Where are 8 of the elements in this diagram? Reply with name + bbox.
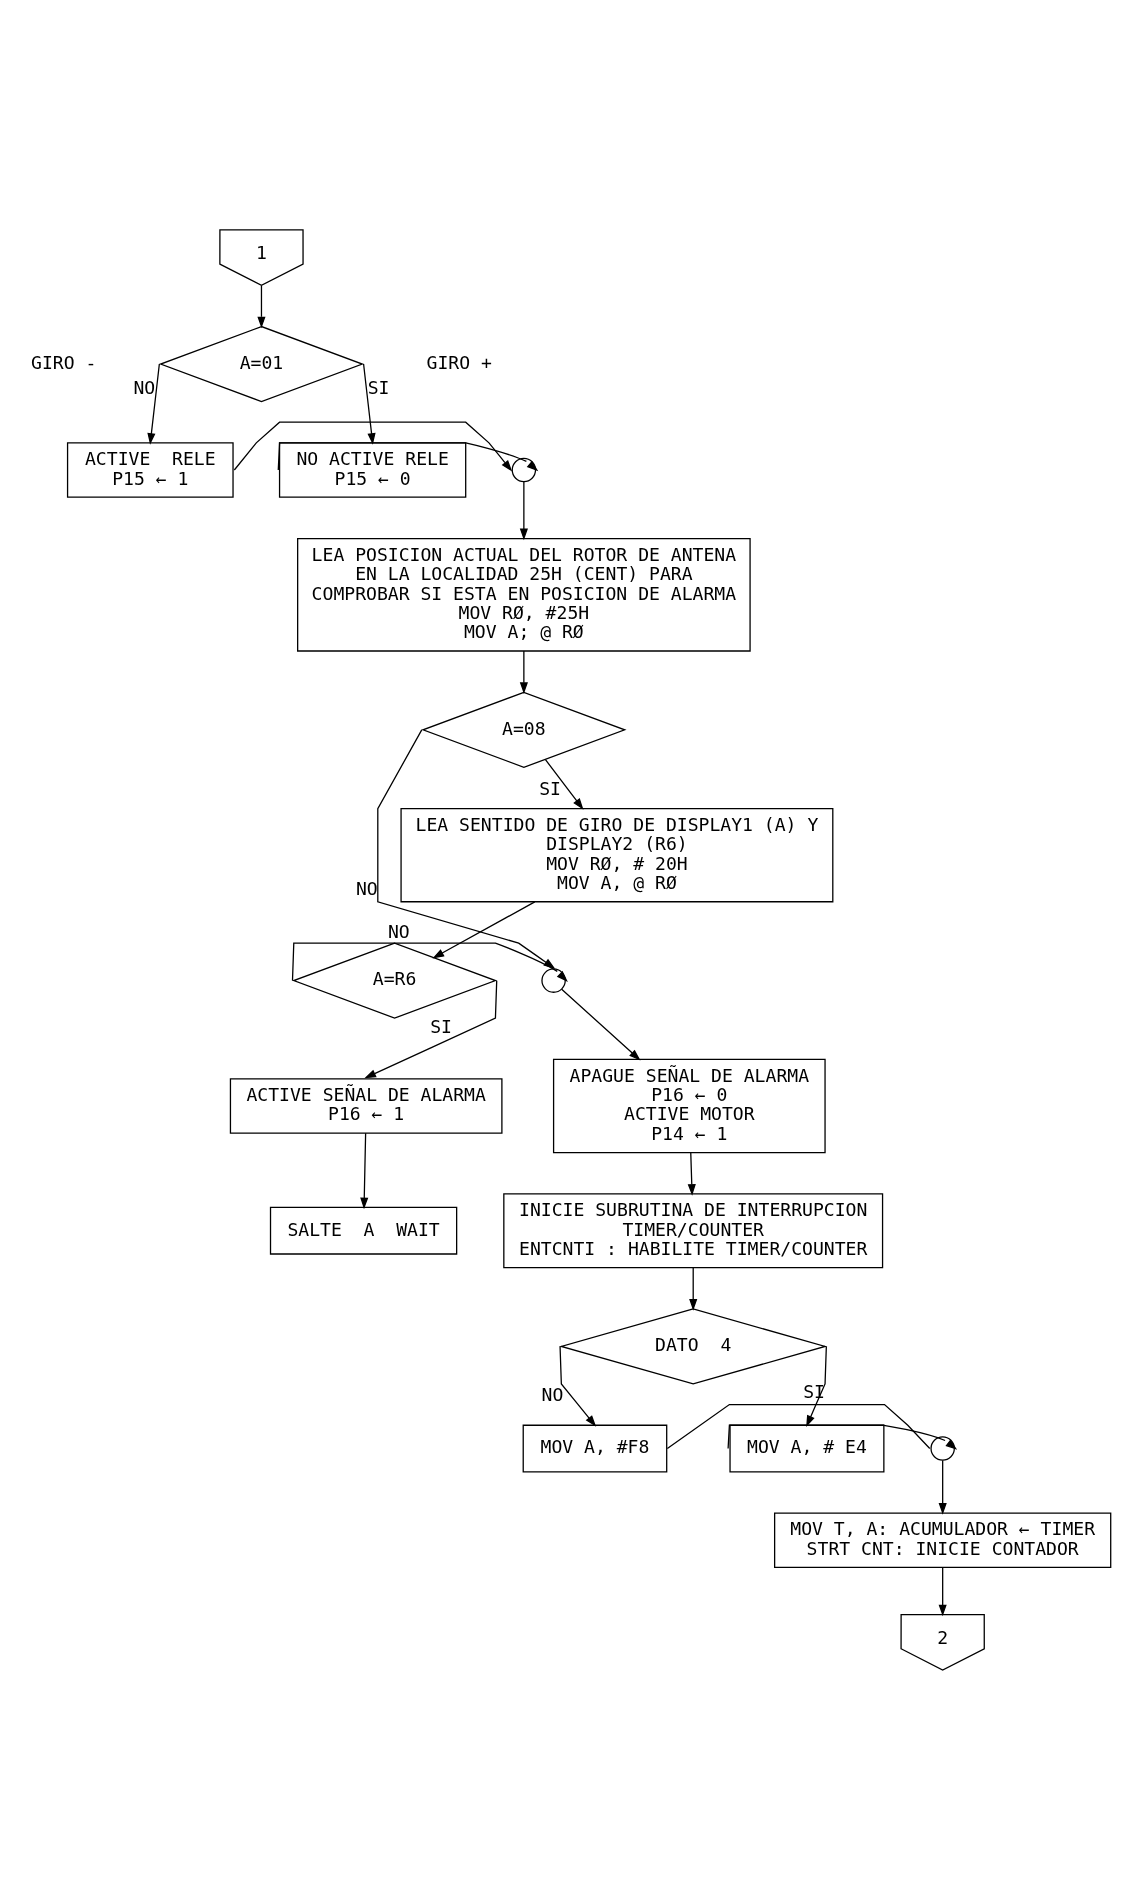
edge-label: SI [367,376,390,398]
label: GIRO - [31,351,97,373]
label: GIRO + [426,351,492,373]
edge-label: NO [387,920,410,942]
edge-label: NO [133,376,156,398]
edge-label: SI [539,777,562,799]
edge-label: NO [541,1383,564,1405]
edge-label: NO [355,877,378,899]
